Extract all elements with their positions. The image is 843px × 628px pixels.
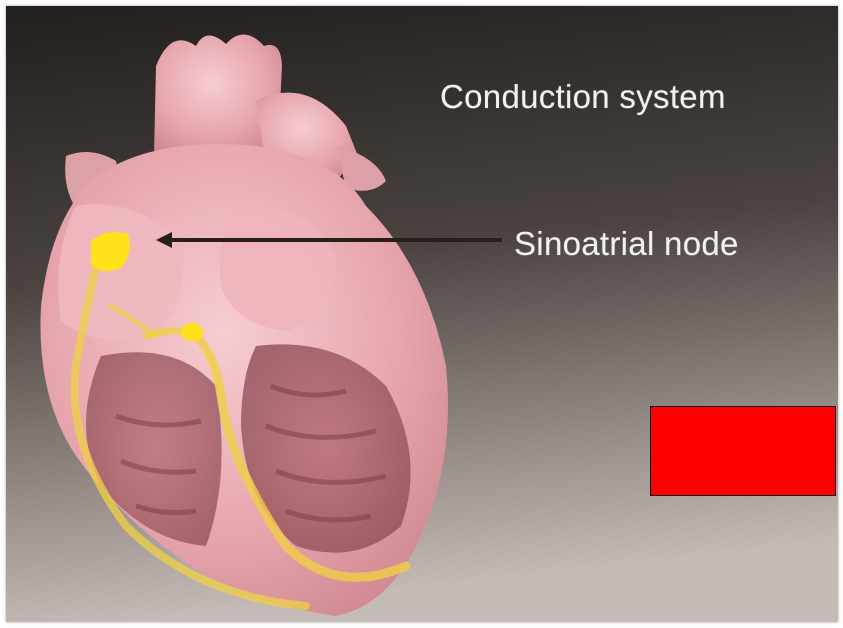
diagram-title: Conduction system [440,78,726,116]
diagram-frame: Conduction system Sinoatrial node [6,6,838,622]
atrioventricular-node [181,323,203,341]
red-label-cover [650,406,836,496]
sinoatrial-node-label: Sinoatrial node [514,225,739,263]
